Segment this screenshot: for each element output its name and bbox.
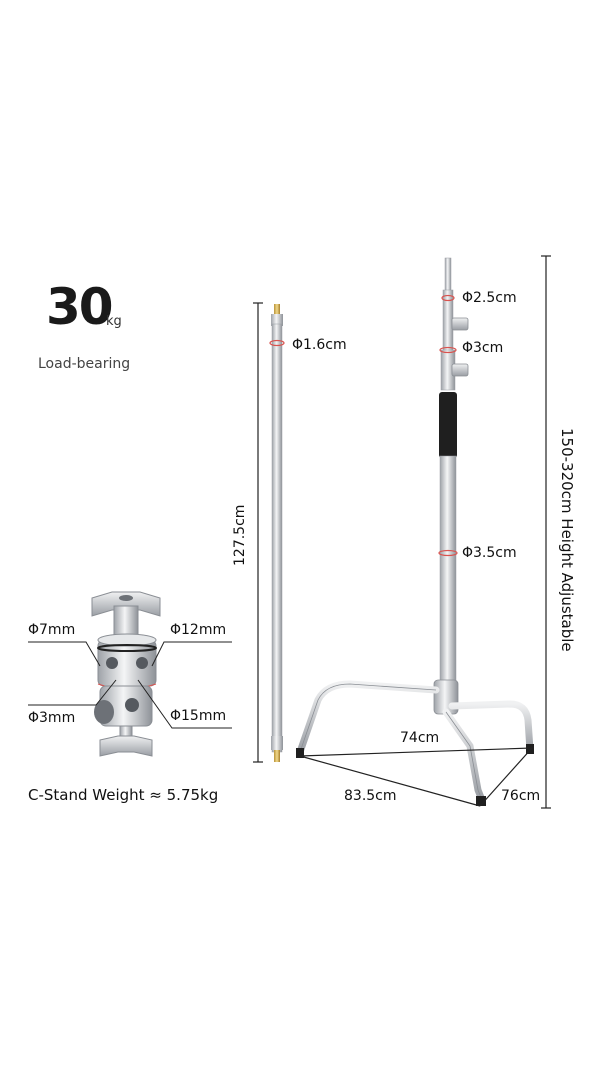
load-value: 30 [46, 278, 114, 336]
load-caption: Load-bearing [38, 356, 131, 372]
c-stand-illustration [296, 255, 551, 809]
grip-dim-bottom-right: Φ15mm [170, 708, 227, 724]
base-side-label: 76cm [501, 788, 541, 804]
stand-height-label: 150-320cm Height Adjustable [558, 428, 576, 652]
base-front-label: 83.5cm [344, 788, 397, 804]
stand-diameter-bottom: Φ3.5cm [462, 545, 517, 561]
base-inner-label: 74cm [400, 730, 440, 746]
arm-length-label: 127.5cm [232, 504, 248, 566]
extension-arm-illustration [253, 302, 285, 763]
stand-weight-caption: C-Stand Weight ≈ 5.75kg [28, 786, 219, 804]
stand-diameter-mid: Φ3cm [462, 340, 504, 356]
grip-dim-bottom-left: Φ3mm [28, 710, 76, 726]
grip-dim-top-left: Φ7mm [28, 622, 76, 638]
load-unit: kg [106, 314, 122, 329]
arm-diameter-label: Φ1.6cm [292, 337, 347, 353]
grip-head-illustration [28, 591, 232, 757]
stand-diameter-top: Φ2.5cm [462, 290, 517, 306]
grip-dim-top-right: Φ12mm [170, 622, 227, 638]
